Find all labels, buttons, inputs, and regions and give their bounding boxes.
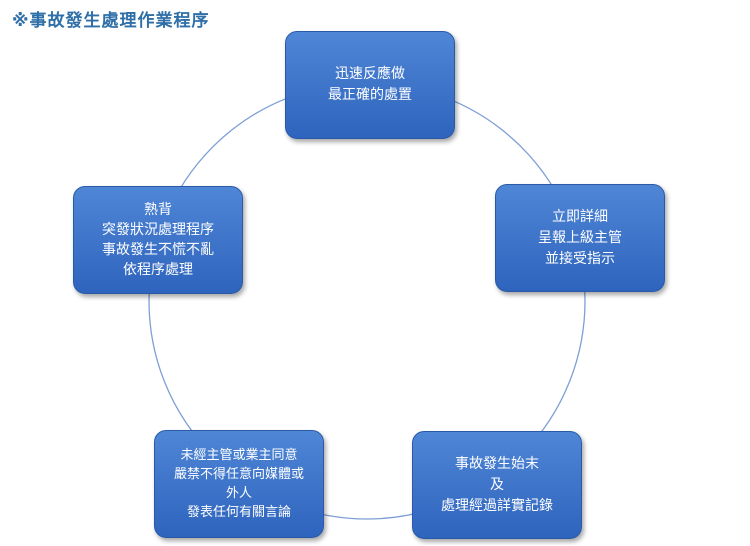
step-no-disclosure: 未經主管或業主同意 嚴禁不得任意向媒體或 外人 發表任何有關言論 [154,430,324,538]
step-memorize-line-4: 依程序處理 [123,262,193,278]
diagram-title: ※事故發生處理作業程序 [12,11,210,31]
step-memorize: 熟背 突發狀況處理程序 事故發生不慌不亂 依程序處理 [73,186,243,294]
step-record-line-2: 及 [490,476,504,493]
step-record: 事故發生始末 及 處理經過詳實記錄 [412,431,582,539]
step-memorize-line-2: 突發狀況處理程序 [102,222,214,238]
step-memorize-line-1: 熟背 [144,202,172,218]
step-memorize-line-3: 事故發生不慌不亂 [102,242,214,258]
step-no-disclosure-line-2: 嚴禁不得任意向媒體或 [173,467,304,482]
step-respond-line-1: 迅速反應做 [335,66,405,82]
step-report: 立即詳細 呈報上級主管 並接受指示 [495,184,665,292]
step-record-line-1: 事故發生始末 [455,455,539,472]
step-no-disclosure-line-4: 發表任何有關言論 [186,505,291,520]
step-no-disclosure-line-1: 未經主管或業主同意 [180,448,298,463]
step-respond-line-2: 最正確的處置 [328,87,412,103]
step-report-line-1: 立即詳細 [552,208,608,225]
step-respond: 迅速反應做 最正確的處置 [285,31,455,139]
step-no-disclosure-line-3: 外人 [225,486,252,501]
step-report-line-3: 並接受指示 [545,250,615,267]
step-record-line-3: 處理經過詳實記錄 [441,497,553,514]
step-report-line-2: 呈報上級主管 [538,229,622,246]
